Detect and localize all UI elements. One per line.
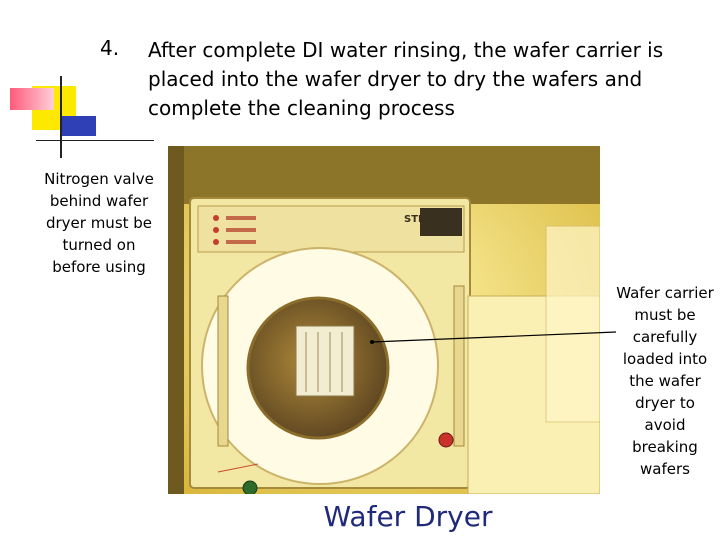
- step-number: 4.: [100, 36, 120, 60]
- slide-title: After complete DI water rinsing, the waf…: [148, 38, 664, 120]
- decor-vertical-line: [60, 76, 62, 158]
- decor-horizontal-line: [36, 140, 154, 141]
- svg-text:STI: STI: [404, 214, 422, 225]
- carrier-note: Wafer carrier must be carefully loaded i…: [616, 284, 714, 478]
- nitrogen-note: Nitrogen valve behind wafer dryer must b…: [44, 170, 154, 276]
- wafer-dryer-photo: STI: [168, 146, 600, 494]
- decor-blue-square: [62, 116, 96, 136]
- decor-red-bar: [10, 88, 54, 110]
- photo-caption: Wafer Dryer: [323, 500, 493, 533]
